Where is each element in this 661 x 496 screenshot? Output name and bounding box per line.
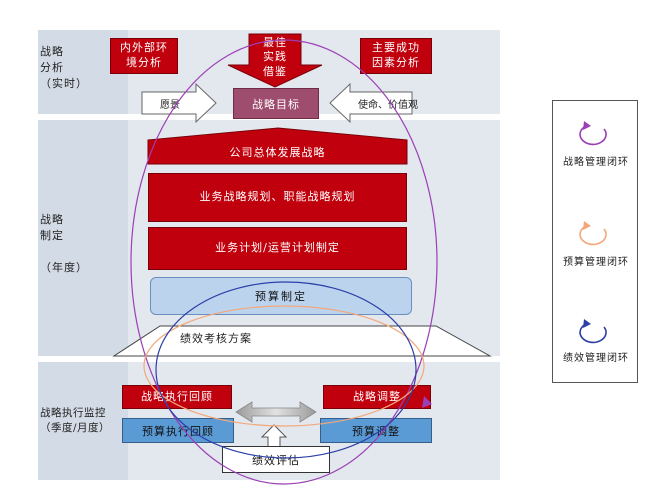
best-practice-label: 最佳 实践 借鉴 (263, 36, 287, 78)
env-analysis-box: 内外部环 境分析 (110, 38, 178, 74)
strategy-loop-ellipse (130, 39, 438, 485)
performance-loop-ellipse (155, 281, 417, 459)
performance-loop-icon (579, 323, 607, 344)
performance-eval-box: 绩效评估 (222, 446, 330, 473)
section-label-formulation: 战略 制定 （年度） (40, 213, 88, 274)
legend-label-performance: 绩效管理闭环 (563, 353, 629, 364)
key-success-factor-box: 主要成功 因素分析 (360, 38, 432, 74)
legend-label-strategy: 战略管理闭环 (563, 157, 629, 168)
legend-label-budget: 预算管理闭环 (563, 257, 629, 268)
business-planning-box: 业务战略规划、职能战略规划 (148, 173, 407, 222)
strategic-goal-box: 战略目标 (233, 88, 319, 119)
strategy-loop-icon (579, 125, 607, 146)
legend: 战略管理闭环 预算管理闭环 绩效管理闭环 (552, 100, 638, 383)
budget-loop-icon (579, 225, 607, 246)
performance-scheme-label: 绩效考核方案 (180, 332, 252, 345)
operating-plan-box: 业务计划/运营计划制定 (148, 227, 407, 270)
vision-label: 愿景 (160, 100, 180, 111)
monitoring-band-label-area (38, 362, 128, 480)
corporate-strategy-label: 公司总体发展战略 (229, 146, 326, 159)
strategy-loop-arrowhead (422, 396, 432, 408)
section-label-monitoring: 战略执行监控 （季度/月度） (40, 407, 111, 435)
section-label-analysis: 战略 分析 （实时） (40, 45, 88, 90)
budget-loop-ellipse (143, 305, 425, 427)
formulation-band-label-area (38, 120, 128, 356)
legend-icons (579, 121, 607, 344)
mission-label: 使命、价值观 (358, 100, 418, 111)
